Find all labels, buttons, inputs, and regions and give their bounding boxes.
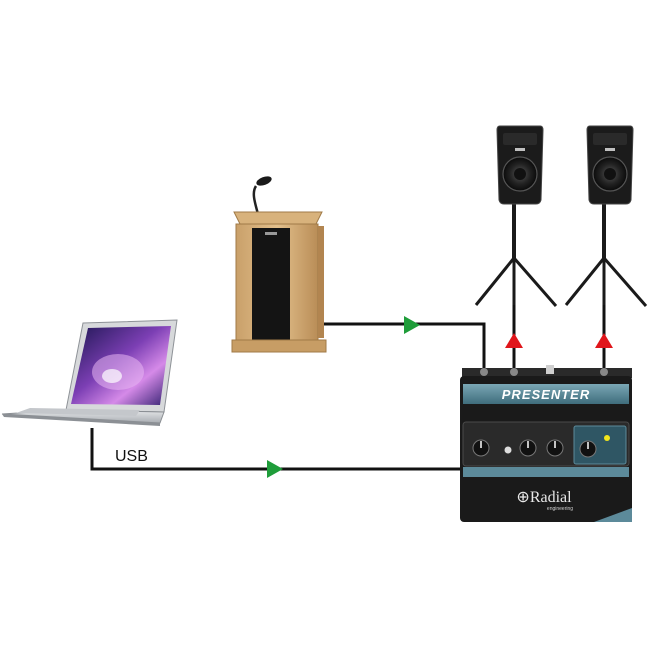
- radial-logo-sub: engineering: [547, 506, 573, 512]
- right-speaker: [564, 125, 648, 307]
- usb-cable: [90, 428, 462, 471]
- presenter-model-name: PRESENTER: [502, 387, 590, 402]
- power-led: [604, 435, 610, 441]
- right-output-arrow: [595, 333, 613, 348]
- presenter-model-band: [463, 384, 629, 404]
- left-speaker: [474, 125, 558, 307]
- radial-logo: ⊕Radial: [516, 489, 572, 506]
- microphone-stand: [252, 185, 260, 215]
- podium: [231, 176, 327, 353]
- podium-speaker-panel: [252, 228, 290, 340]
- laptop: [1, 319, 178, 426]
- low-cut-switch: [504, 446, 512, 454]
- presenter-mixer: PRESENTER ⊕Radial engineering: [460, 365, 632, 522]
- mic-cable: [322, 322, 486, 372]
- microphone-icon: [256, 176, 272, 186]
- left-output-arrow: [505, 333, 523, 348]
- usb-signal-arrow: [267, 460, 283, 478]
- mic-signal-arrow: [404, 316, 420, 334]
- usb-label: USB: [115, 448, 148, 465]
